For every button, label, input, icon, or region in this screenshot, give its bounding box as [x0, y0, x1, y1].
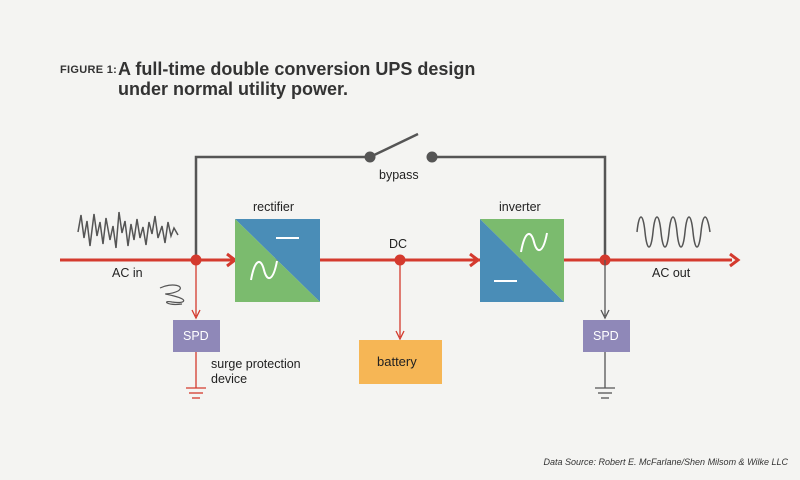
- surge-squiggle-icon: [159, 284, 185, 306]
- battery-arrow: [395, 330, 405, 341]
- spd-right-label: SPD: [593, 329, 619, 343]
- bypass-line-return: [432, 155, 607, 260]
- ac-out-label: AC out: [652, 266, 691, 280]
- inverter-block: [480, 219, 564, 302]
- ground-left-icon: [186, 352, 206, 399]
- data-source: Data Source: Robert E. McFarlane/Shen Mi…: [543, 457, 788, 467]
- figure-label: FIGURE 1:: [60, 64, 118, 76]
- ground-right-icon: [595, 352, 615, 399]
- bypass-switch-contact-left: [364, 151, 376, 163]
- inverter-label: inverter: [499, 200, 541, 214]
- dc-label: DC: [389, 237, 408, 251]
- spd-left-arrow: [191, 309, 201, 320]
- rectifier-block: [235, 219, 320, 302]
- spd-left-label: SPD: [183, 329, 209, 343]
- bypass-switch-blade: [369, 132, 419, 159]
- arrow-ac-out: [729, 252, 741, 268]
- bypass-switch-contact-right: [426, 151, 438, 163]
- spd-left-box: [173, 320, 220, 352]
- clean-ac-out-waveform-icon: [636, 216, 711, 248]
- bypass-label: bypass: [379, 168, 419, 182]
- battery-label: battery: [377, 354, 417, 369]
- surge-protection-label: surge protection device: [211, 357, 301, 386]
- noisy-ac-in-waveform-icon: [77, 211, 179, 249]
- spd-right-box: [583, 320, 630, 352]
- spd-right-arrow: [600, 309, 610, 320]
- ac-in-label: AC in: [112, 266, 143, 280]
- rectifier-label: rectifier: [253, 200, 294, 214]
- arrow-into-inverter: [469, 252, 481, 268]
- bypass-line: [194, 155, 370, 260]
- battery-box: [359, 340, 442, 384]
- figure-title: A full-time double conversion UPS design…: [118, 59, 476, 99]
